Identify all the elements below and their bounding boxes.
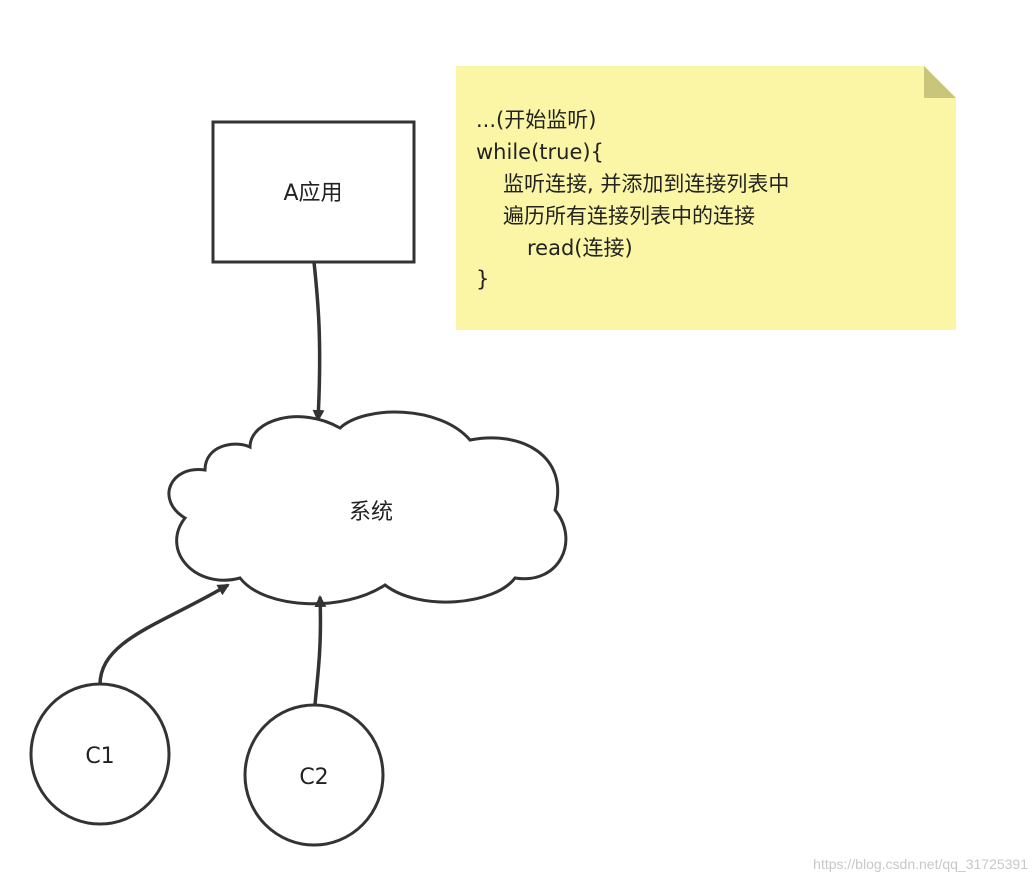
note-line-0: ...(开始监听) — [476, 108, 596, 132]
node-c2-label: C2 — [299, 765, 328, 790]
note: ...(开始监听) while(true){ 监听连接, 并添加到连接列表中 遍… — [456, 66, 956, 330]
node-system-label: 系统 — [349, 500, 393, 525]
note-line-5: } — [476, 267, 489, 291]
node-c1-circle — [29, 682, 171, 826]
note-body — [456, 66, 956, 330]
node-system-cloud — [167, 410, 568, 606]
node-app-a-label: A应用 — [283, 181, 342, 206]
note-line-3: 遍历所有连接列表中的连接 — [503, 204, 755, 228]
node-app-a: A应用 — [211, 120, 416, 264]
edge-c1-to-system — [98, 583, 230, 686]
note-fold — [924, 66, 956, 98]
node-c2-circle — [243, 703, 385, 847]
node-c1: C1 — [29, 682, 171, 826]
edge-c2-to-system — [313, 595, 327, 706]
edge-app-to-system — [312, 261, 325, 422]
node-system: 系统 — [167, 410, 568, 606]
node-c2: C2 — [243, 703, 385, 847]
node-c1-label: C1 — [85, 744, 114, 769]
note-line-1: while(true){ — [476, 140, 604, 164]
note-line-4: read(连接) — [527, 236, 633, 260]
watermark-text: https://blog.csdn.net/qq_31725391 — [813, 856, 1028, 872]
node-app-a-box — [211, 120, 416, 264]
note-line-2: 监听连接, 并添加到连接列表中 — [503, 172, 789, 196]
